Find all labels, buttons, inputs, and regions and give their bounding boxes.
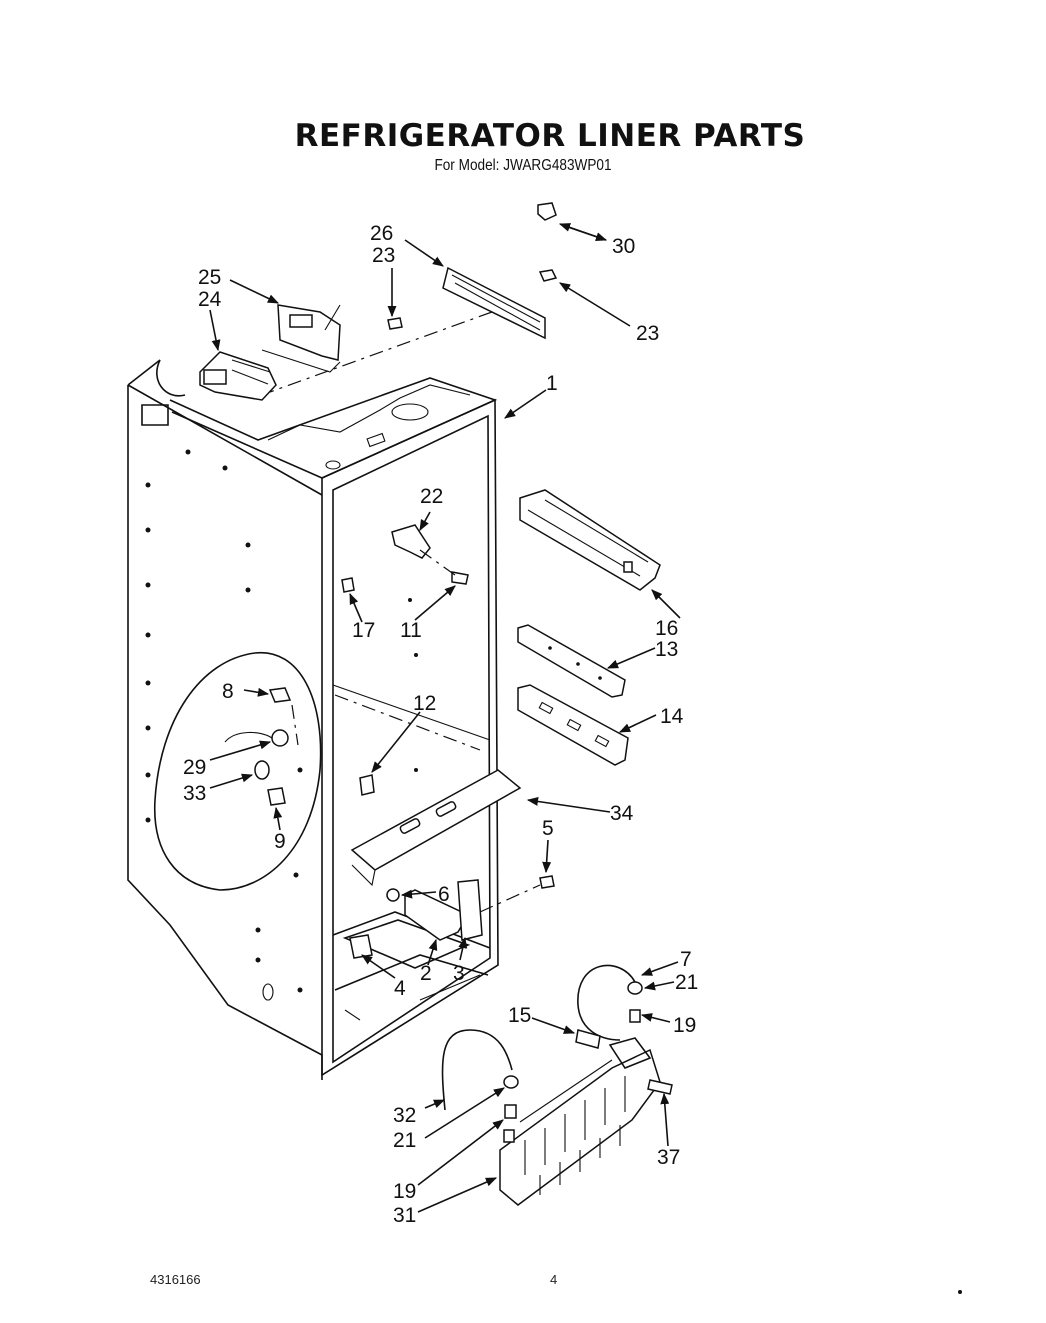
drain-tube-32: [441, 1029, 513, 1111]
drain-trough-31: [499, 1037, 661, 1206]
control-housing: [199, 351, 277, 401]
callout-15: 15: [508, 1004, 531, 1027]
callout-5: 5: [542, 817, 554, 840]
document-number: 4316166: [150, 1272, 201, 1287]
callout-23-right: 23: [636, 322, 659, 345]
callout-14: 14: [660, 705, 684, 728]
callout-19-left: 19: [393, 1180, 416, 1203]
callout-3: 3: [453, 962, 465, 985]
heater-15: [575, 1029, 601, 1049]
clip-30: [537, 202, 557, 221]
callout-7: 7: [680, 948, 692, 971]
screw-23-left: [387, 317, 403, 330]
clip-4: [349, 934, 373, 959]
callout-4: 4: [394, 977, 406, 1000]
callout-6: 6: [438, 883, 450, 906]
callout-30: 30: [612, 235, 635, 258]
top-rail: [442, 266, 546, 340]
part-29: [271, 729, 289, 747]
screw-11: [451, 571, 469, 585]
callout-26: 26: [370, 222, 393, 245]
bracket-2: [404, 889, 470, 941]
side-holes: [145, 449, 303, 1001]
callout-17: 17: [352, 619, 375, 642]
callout-25: 25: [198, 266, 221, 289]
callout-labels: 30 26 23 23 25 24 1 22 17 11 16 13 14 12…: [183, 222, 698, 1227]
bracket-3: [457, 879, 483, 941]
callout-31: 31: [393, 1204, 416, 1227]
callout-24: 24: [198, 288, 222, 311]
drain-tube-7: [577, 964, 636, 1041]
callout-11: 11: [400, 619, 422, 642]
fitting-lower: [503, 1129, 515, 1143]
model-subtitle: For Model: JWARG483WP01: [434, 157, 612, 174]
page-number: 4: [550, 1272, 558, 1287]
callout-33: 33: [183, 782, 206, 805]
callout-32: 32: [393, 1104, 416, 1127]
clamp-21-top: [627, 981, 643, 995]
screw-17: [341, 577, 355, 593]
support-bar-34: [350, 769, 522, 887]
diagram-title: REFRIGERATOR LINER PARTS: [294, 118, 806, 154]
callout-13: 13: [655, 638, 678, 661]
callout-1: 1: [546, 372, 558, 395]
callout-leaders: [209, 223, 681, 1213]
control-cover: [261, 304, 341, 373]
callout-23-top: 23: [372, 244, 395, 267]
callout-16: 16: [655, 617, 678, 640]
liner-cabinet: [127, 359, 499, 1080]
part-8: [268, 687, 292, 703]
callout-29: 29: [183, 756, 206, 779]
shelf-support-14: [517, 684, 629, 766]
screw-6: [386, 888, 400, 902]
clamp-21-bottom: [503, 1075, 519, 1089]
clip-12: [359, 774, 375, 796]
fitting-19-bottom: [504, 1104, 517, 1119]
part-33: [254, 760, 270, 780]
fitting-19-top: [629, 1009, 641, 1023]
screw-23-right: [538, 269, 558, 282]
callout-9: 9: [274, 830, 286, 853]
callout-8: 8: [222, 680, 234, 703]
callout-22: 22: [420, 485, 443, 508]
shelf-support-16: [519, 489, 661, 591]
scan-speck: [958, 1290, 962, 1294]
callout-2: 2: [420, 962, 432, 985]
callout-34: 34: [610, 802, 634, 825]
callout-12: 12: [413, 692, 436, 715]
callout-37: 37: [657, 1146, 680, 1169]
callout-21-right: 21: [675, 971, 698, 994]
part-9: [267, 787, 286, 806]
callout-21-left: 21: [393, 1129, 416, 1152]
screw-5: [539, 875, 555, 889]
callout-19-right: 19: [673, 1014, 696, 1037]
shelf-support-13: [517, 624, 626, 698]
screw-37: [647, 1079, 673, 1095]
